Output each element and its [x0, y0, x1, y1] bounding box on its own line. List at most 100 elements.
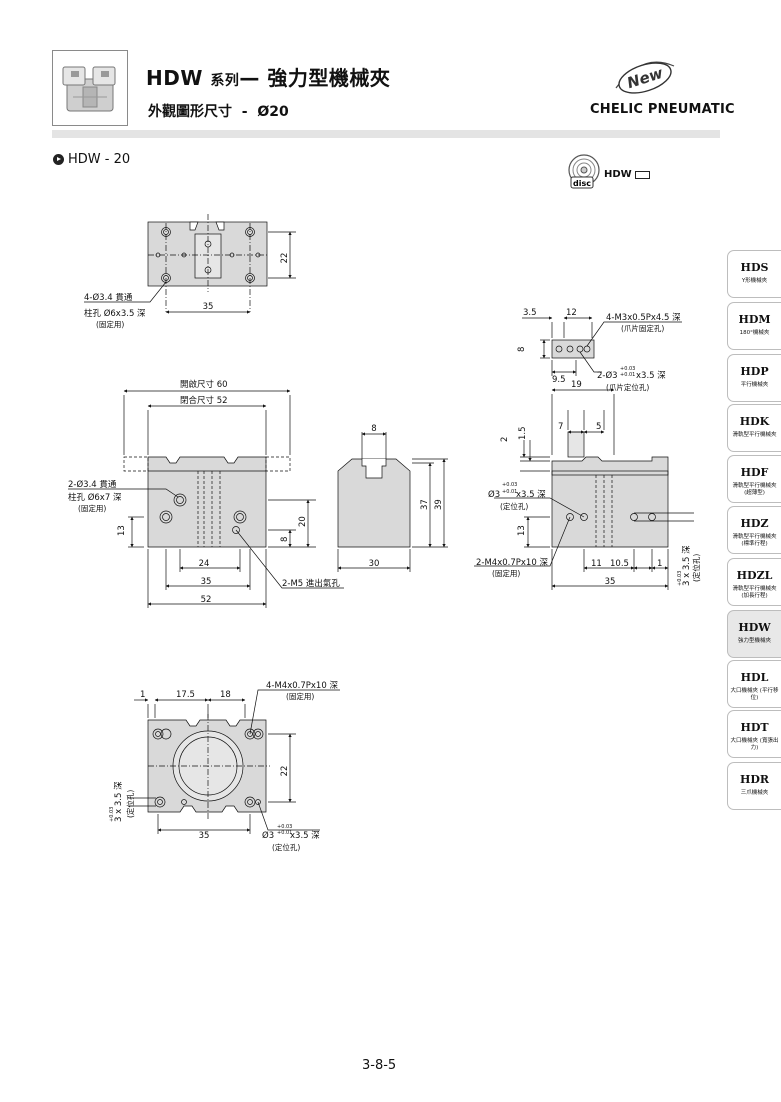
pin-size: 3 [114, 817, 124, 822]
thread-note: 2-M4x0.7Px10 深 [476, 558, 548, 568]
pin-note: (定位孔) [125, 790, 135, 818]
top-view [84, 214, 296, 314]
side-tab-hdp[interactable]: HDP 平行機械夾 [727, 354, 781, 402]
dim-text: 52 [201, 595, 212, 605]
side-tab-hdr[interactable]: HDR 三爪機械夾 [727, 762, 781, 810]
dim-text: 30 [369, 559, 380, 569]
dim-text: 37 [420, 499, 430, 510]
side-tab-code: HDM [738, 313, 771, 326]
disc-tag-box [634, 170, 650, 179]
dim-text: 8 [280, 537, 290, 542]
side-tab-desc: 滑軌型平行機械夾 (超薄型) [732, 483, 777, 496]
pin-note: x3.5 深 [516, 490, 546, 500]
tolerance: +0.03 [677, 571, 683, 586]
dim-text: 39 [434, 499, 444, 510]
dim-text: 12 [566, 308, 577, 318]
side-tab-code: HDS [740, 261, 769, 274]
tolerance: +0.03 [277, 824, 292, 830]
side-tab-code: HDR [739, 773, 770, 786]
pin-note: Ø3 [488, 489, 500, 500]
pin-note: 3 x 3.5 深 [114, 781, 124, 822]
dim-text: 10.5 [610, 559, 629, 569]
thread-note: (爪片固定孔) [621, 323, 664, 333]
dim-text: 17.5 [176, 690, 195, 700]
side-view [337, 432, 448, 572]
dim-text: 9.5 [552, 375, 566, 385]
tolerance: +0.03 [620, 366, 635, 372]
disc-icon-label: disc [573, 179, 591, 188]
hole-note: 柱孔 Ø6x3.5 深 [84, 308, 146, 319]
series-word: 系列 [210, 73, 240, 89]
dim-text: 2 [500, 437, 510, 442]
side-tab-hdm[interactable]: HDM 180°機械夾 [727, 302, 781, 350]
side-tab-code: HDW [738, 621, 771, 634]
pin-note: (定位孔) [500, 501, 528, 511]
subtitle-separator: - [241, 104, 248, 120]
front-view [68, 389, 344, 608]
side-tab-desc: 滑軌型平行機械夾 (加長行程) [732, 586, 777, 599]
pin-note: Ø3 [262, 830, 274, 841]
dim-text: 35 [201, 577, 212, 587]
side-tab-hds[interactable]: HDS Y形機械夾 [727, 250, 781, 298]
dim-text: 8 [371, 424, 376, 434]
hole-note: (固定用) [78, 503, 106, 513]
dim-text: 1.5 [518, 426, 528, 440]
exhaust-note: 2-M5 進出氣孔 [282, 578, 340, 589]
side-tab-code: HDT [740, 721, 769, 734]
tolerance: +0.03 [109, 807, 115, 822]
dim-text: 13 [117, 525, 127, 536]
dim-text: 24 [199, 559, 210, 569]
pin-note: (定位孔) [691, 554, 701, 582]
header-divider [52, 130, 720, 138]
dim-text: 19 [571, 380, 582, 390]
thread-note: (固定用) [492, 568, 520, 578]
page-number: 3-8-5 [362, 1058, 397, 1073]
jaw-detail-view [522, 316, 682, 376]
tolerance: +0.03 [502, 482, 517, 488]
dim-text: 22 [280, 253, 290, 264]
subtitle-size: Ø20 [257, 104, 289, 120]
dim-text: 5 [596, 422, 601, 432]
side-tab-code: HDL [740, 671, 769, 684]
side-tab-code: HDK [739, 415, 770, 428]
disc-tag: HDW [604, 169, 650, 180]
pin-note: (定位孔) [272, 842, 300, 852]
side-tab-desc: 三爪機械夾 [740, 790, 769, 796]
dim-text: 1 [140, 690, 145, 700]
pin-note: (爪片定位孔) [606, 382, 649, 392]
series-title: 強力型機械夾 [267, 66, 391, 90]
hole-note: (固定用) [96, 319, 124, 329]
side-tab-desc: 180°機械夾 [739, 330, 770, 336]
pin-size: 3 [682, 581, 692, 586]
pin-note: 2-Ø3 [597, 370, 618, 381]
title-dash: — [239, 66, 260, 90]
side-tab-desc: 平行機械夾 [740, 382, 769, 388]
dim-text: 35 [605, 577, 616, 587]
page-subtitle: 外觀圖形尺寸 - Ø20 [148, 101, 289, 121]
dim-text: 35 [199, 831, 210, 841]
tolerance: +0.01 [277, 830, 292, 836]
side-tab-desc: Y形機械夾 [741, 278, 768, 284]
pin-note: 3 x 3.5 深 [682, 545, 692, 586]
hole-note: 2-Ø3.4 貫通 [68, 479, 117, 490]
dim-text: 7 [558, 422, 563, 432]
pin-note: x3.5 深 [290, 831, 320, 841]
disc-icon: disc [568, 154, 600, 189]
page-title: HDW 系列— 強力型機械夾 [146, 62, 390, 91]
dim-text: 開啟尺寸 60 [180, 379, 228, 390]
brand-name: CHELIC PNEUMATIC [590, 102, 735, 117]
dim-text: 8 [517, 347, 527, 352]
product-thumbnail [52, 50, 128, 126]
side-tab-code: HDP [740, 365, 769, 378]
thread-note: (固定用) [286, 691, 314, 701]
series-code: HDW [146, 66, 203, 90]
dim-text: 35 [203, 302, 214, 312]
hole-note: 柱孔 Ø6x7 深 [68, 492, 122, 503]
